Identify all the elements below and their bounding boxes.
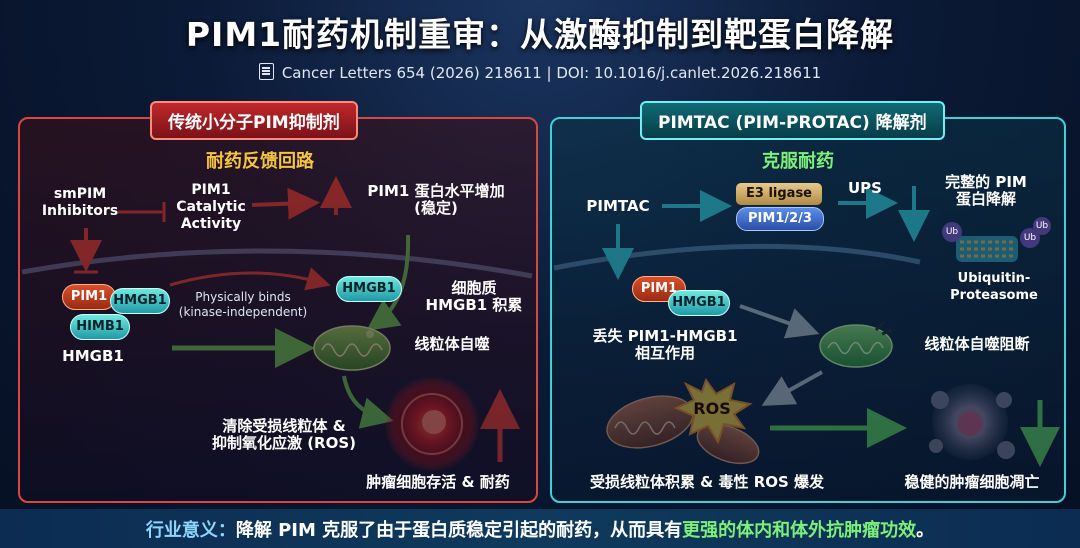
proteasome-label: Ubiquitin- Proteasome [950,271,1038,303]
ub-label-3: Ub [1035,221,1049,231]
footer-end: 。 [916,520,935,541]
citation-text: Cancer Letters 654 (2026) 218611 | DOI: … [281,64,822,82]
footer-main: 降解 PIM 克服了由于蛋白质稳定引起的耐药，从而具有 [235,520,683,541]
document-icon [258,63,274,80]
ub-label-2: Ub [1023,233,1037,243]
interaction-loss-label: 丢失 PIM1-HMGB1 相互作用 [592,327,738,362]
footer-highlight: 更强的体内和体外抗肿瘤功效 [682,520,917,541]
complex-label: HMGB1 [62,347,124,365]
catalytic-label: PIM1 Catalytic Activity [176,182,246,232]
pim123-box: PIM1/2/3 [736,207,824,231]
footer-text: 行业意义：降解 PIM 克服了由于蛋白质稳定引起的耐药，从而具有更强的体内和体外… [0,516,1080,542]
mitophagy-block-label: 线粒体自噬阻断 [924,335,1030,353]
right-panel-heading: PIMTAC (PIM-PROTAC) 降解剂 [640,101,945,140]
right-panel [550,117,1066,503]
hmgb1-pill: HMGB1 [110,288,170,314]
left-panel-heading: 传统小分子PIM抑制剂 [150,101,358,140]
survival-label: 肿瘤细胞存活 & 耐药 [366,473,510,491]
damage-label: 受损线粒体积累 & 毒性 ROS 爆发 [589,473,825,491]
right-subtitle: 克服耐药 [762,151,834,172]
footer-bar [0,509,1080,548]
cytoplasm-label: 细胞质 HMGB1 积累 [425,279,523,314]
ub-label-1: Ub [945,227,959,237]
hmgb1-free-pill: HMGB1 [336,276,402,302]
page-title: PIM1耐药机制重审：从激酶抑制到靶蛋白降解 [185,15,895,54]
pim1-pill: PIM1 [62,284,116,310]
clearance-label: 清除受损线粒体 & 抑制氧化应激 (ROS) [211,417,357,452]
binds-label: Physically binds (kinase-independent) [178,290,308,319]
mitophagy-label: 线粒体自噬 [414,335,490,353]
himb1-pill: HIMB1 [70,314,130,340]
protein-increase-label: PIM1 蛋白水平增加 (稳定) [367,182,505,217]
footer-prefix: 行业意义： [145,520,236,541]
apoptosis-label: 稳健的肿瘤细胞凋亡 [904,473,1040,491]
ups-label: UPS [848,179,882,197]
inhibitor-label: smPIM Inhibitors [41,186,119,219]
degradation-label: 完整的 PIM 蛋白降解 [945,173,1027,208]
pimtac-label: PIMTAC [586,197,650,215]
citation: Cancer Letters 654 (2026) 218611 | DOI: … [0,63,1080,82]
ros-label: ROS [693,399,731,418]
hmgb1-pill-right: HMGB1 [668,290,730,316]
e3-ligase-box: E3 ligase [736,183,822,205]
left-subtitle: 耐药反馈回路 [206,151,314,172]
